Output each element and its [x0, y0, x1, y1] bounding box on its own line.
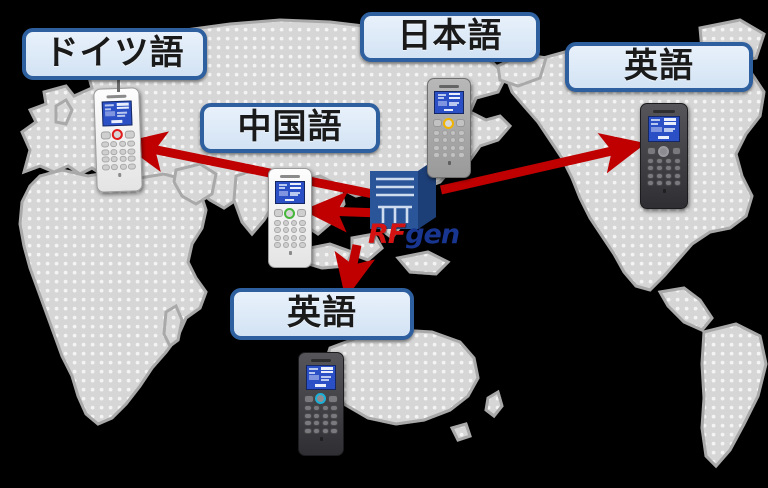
- device-screen: [647, 115, 681, 143]
- device-screen: [275, 180, 305, 205]
- callout-label-english-au: 英語: [287, 292, 357, 333]
- device-chin: [662, 189, 666, 194]
- device-numeric-keypad[interactable]: [304, 405, 338, 434]
- device-numeric-keypad[interactable]: [646, 157, 682, 187]
- callout-label-german: ドイツ語: [44, 32, 185, 73]
- device-screen: [101, 99, 133, 127]
- device-keypad-area[interactable]: [304, 393, 338, 434]
- landmass-south-america: [700, 322, 768, 469]
- callout-chinese[interactable]: 中国語: [200, 103, 380, 153]
- device-nav-button[interactable]: [658, 145, 670, 157]
- device-nav-button[interactable]: [284, 207, 296, 219]
- device-keypad-area[interactable]: [101, 129, 136, 171]
- handheld-device-germany[interactable]: [93, 87, 143, 193]
- device-speaker: [310, 359, 332, 362]
- device-speaker: [653, 110, 675, 113]
- device-chin: [288, 251, 292, 256]
- callout-label-chinese: 中国語: [237, 106, 343, 147]
- callout-japanese[interactable]: 日本語: [360, 12, 540, 62]
- device-softkey-right[interactable]: [328, 394, 338, 403]
- logo-text-primary: RF: [368, 219, 406, 250]
- device-chin: [117, 172, 121, 177]
- device-screen: [434, 90, 464, 115]
- handheld-device-usa[interactable]: [640, 103, 688, 209]
- landmass-australia: [322, 328, 480, 426]
- device-softkey-left[interactable]: [304, 394, 314, 403]
- device-screen: [305, 364, 337, 390]
- landmass-africa: [18, 168, 208, 426]
- device-speaker: [280, 175, 300, 178]
- landmass-tasmania: [449, 422, 472, 442]
- landmass-madagascar: [162, 303, 184, 349]
- callout-label-japanese: 日本語: [397, 15, 503, 56]
- landmass-new-guinea: [395, 250, 451, 276]
- handheld-device-china[interactable]: [268, 168, 312, 268]
- callout-label-english-us: 英語: [624, 45, 694, 86]
- device-softkey-left[interactable]: [274, 209, 284, 218]
- device-softkey-right[interactable]: [671, 147, 682, 156]
- handheld-device-australia[interactable]: [298, 352, 344, 456]
- device-numeric-keypad[interactable]: [101, 140, 136, 171]
- device-speaker: [439, 85, 459, 88]
- device-chin: [447, 161, 451, 166]
- logo-text-secondary: gen: [405, 219, 460, 250]
- callout-english-au[interactable]: 英語: [230, 288, 414, 340]
- device-nav-button[interactable]: [443, 117, 455, 129]
- device-speaker: [106, 94, 127, 98]
- device-softkey-left[interactable]: [101, 131, 111, 140]
- landmass-new-zealand: [484, 389, 504, 419]
- device-softkey-left[interactable]: [646, 147, 657, 156]
- device-keypad-area[interactable]: [433, 117, 465, 159]
- device-numeric-keypad[interactable]: [274, 219, 306, 249]
- rfgen-wordmark: RFgen: [368, 219, 460, 250]
- device-nav-button[interactable]: [112, 129, 124, 141]
- callout-german[interactable]: ドイツ語: [22, 28, 207, 80]
- device-softkey-left[interactable]: [433, 119, 443, 128]
- landmass-britain: [54, 97, 74, 126]
- device-softkey-right[interactable]: [296, 209, 306, 218]
- callout-english-us[interactable]: 英語: [565, 42, 753, 92]
- handheld-device-japan[interactable]: [427, 78, 471, 178]
- device-numeric-keypad[interactable]: [433, 129, 465, 159]
- device-keypad-area[interactable]: [274, 207, 306, 249]
- landmass-central-america: [657, 286, 714, 332]
- device-softkey-right[interactable]: [455, 119, 465, 128]
- callout-tail-german: [117, 76, 120, 92]
- device-keypad-area[interactable]: [646, 145, 682, 187]
- device-nav-button[interactable]: [315, 393, 327, 405]
- device-softkey-right[interactable]: [124, 130, 135, 139]
- device-chin: [319, 436, 323, 441]
